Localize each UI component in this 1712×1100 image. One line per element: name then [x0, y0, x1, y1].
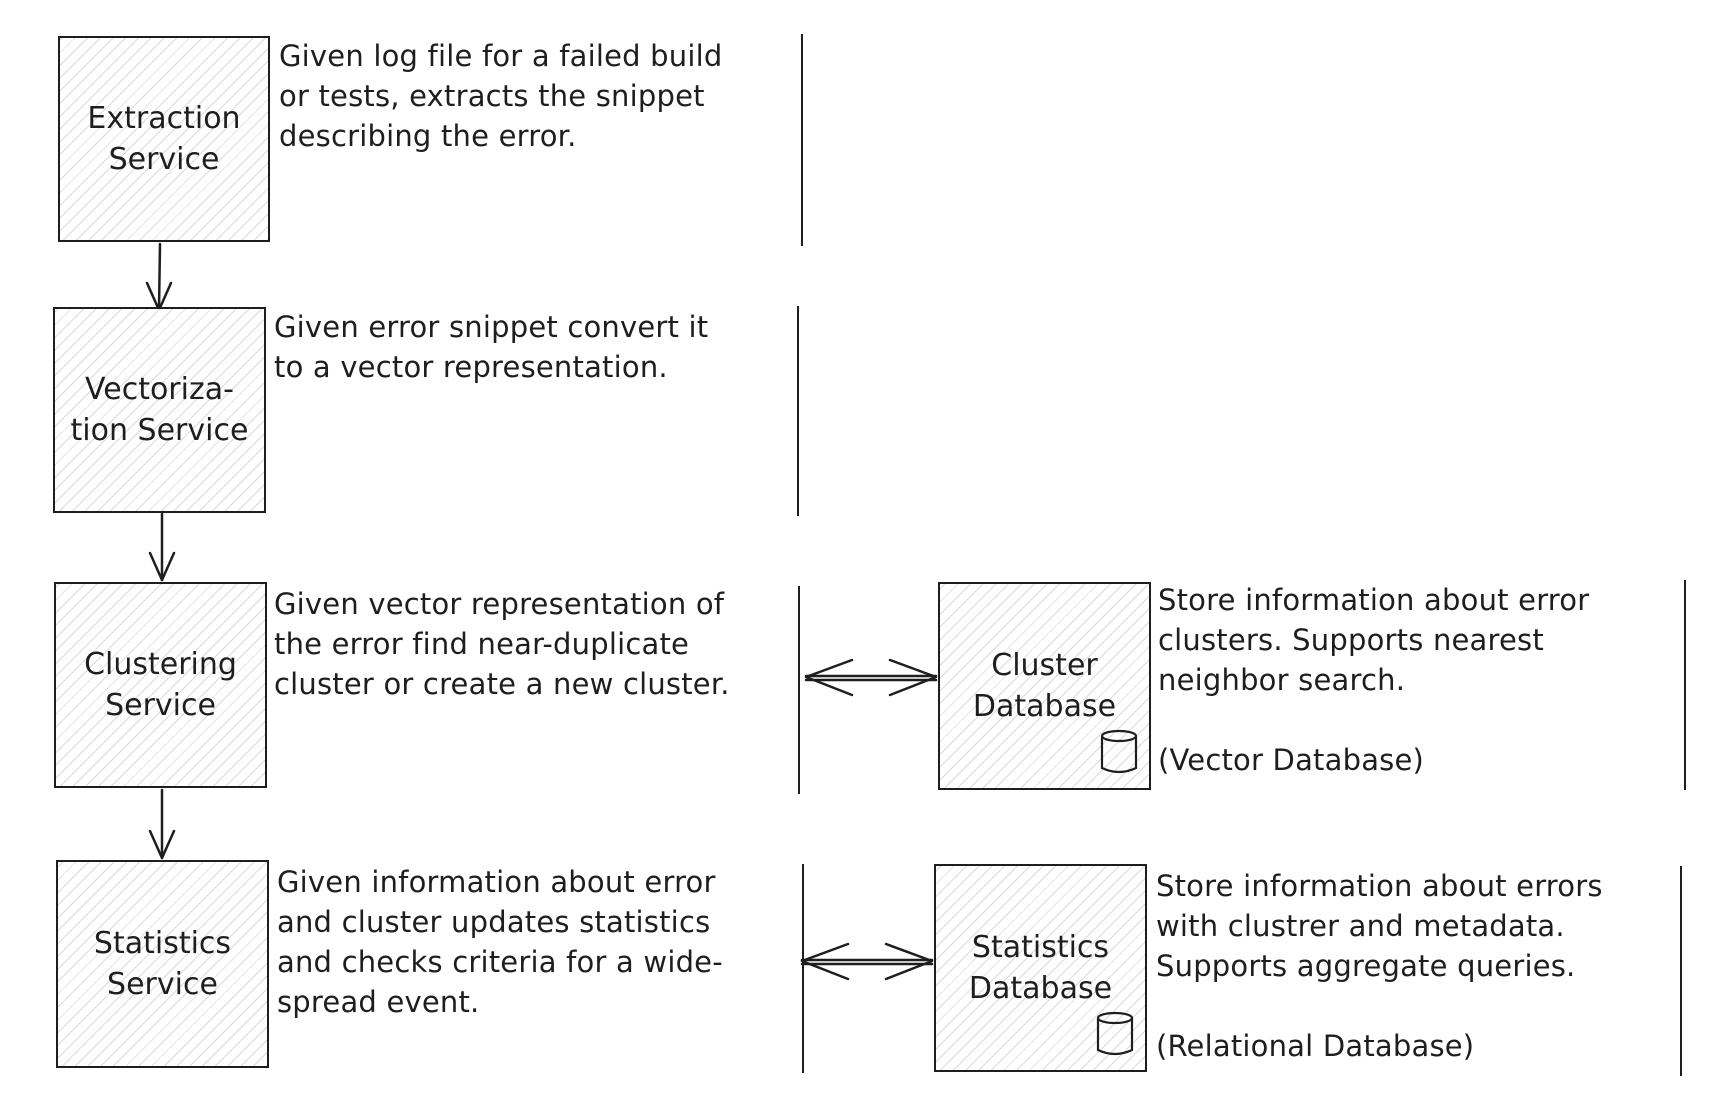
arrow-vectorization-to-clustering [148, 512, 176, 582]
service-label: Vectoriza- tion Service [70, 372, 249, 448]
arrow-statistics-statistics-db [800, 942, 934, 981]
database-label: Cluster Database [972, 648, 1117, 724]
database-icon [1096, 1011, 1134, 1056]
cluster-database-box: Cluster Database [938, 582, 1151, 790]
separator-line [798, 586, 800, 794]
database-label: Statistics Database [968, 930, 1113, 1006]
vectorization-service-box: Vectoriza- tion Service [53, 307, 266, 513]
statistics-database-box: Statistics Database [934, 864, 1147, 1072]
separator-line [802, 864, 804, 1073]
database-description: Store information about error clusters. … [1158, 583, 1590, 777]
separator-line [797, 306, 799, 516]
service-label: Extraction Service [87, 101, 241, 177]
arrow-clustering-to-statistics [148, 788, 176, 860]
separator-line [801, 34, 803, 246]
service-description: Given information about error and cluste… [277, 865, 723, 1019]
extraction-service-box: Extraction Service [58, 36, 270, 242]
arrow-extraction-to-vectorization [145, 242, 173, 312]
service-label: Statistics Service [93, 926, 232, 1002]
database-icon [1100, 729, 1138, 774]
statistics-service-box: Statistics Service [56, 860, 269, 1068]
service-description: Given log file for a failed build or tes… [279, 39, 723, 153]
separator-line [1684, 580, 1686, 790]
service-label: Clustering Service [84, 647, 237, 723]
separator-line [1680, 866, 1682, 1076]
service-description: Given error snippet convert it to a vect… [274, 310, 709, 384]
database-description: Store information about errors with clus… [1156, 869, 1603, 1063]
service-description: Given vector representation of the error… [274, 587, 730, 701]
arrow-clustering-cluster-db [804, 658, 938, 697]
clustering-service-box: Clustering Service [54, 582, 267, 788]
